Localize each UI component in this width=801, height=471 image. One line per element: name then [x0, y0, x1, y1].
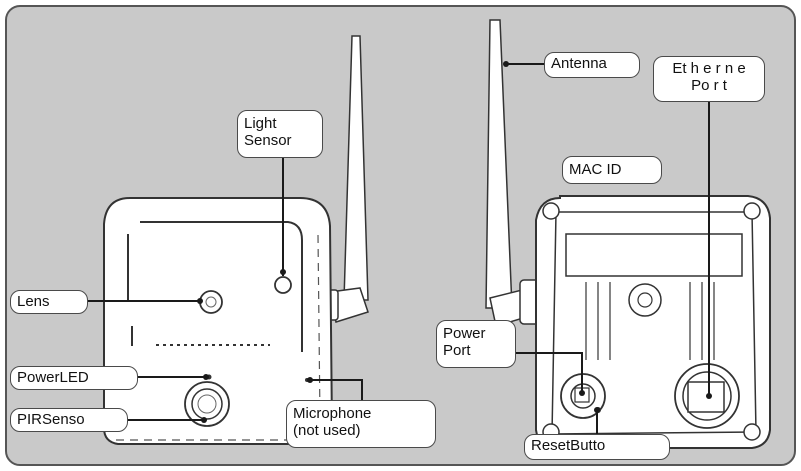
mac-id-sticker: [565, 233, 743, 277]
mac-id-label: MAC ID: [562, 156, 662, 184]
microphone-label: Microphone (not used): [286, 400, 436, 448]
reset-button-label: ResetButto: [524, 434, 670, 460]
power-led-label: PowerLED: [10, 366, 138, 390]
front-antenna: [325, 35, 369, 323]
lens-label: Lens: [10, 290, 88, 314]
antenna-label: Antenna: [544, 52, 640, 78]
pir-sensor-label: PIRSenso: [10, 408, 128, 432]
leader-lines: [86, 61, 712, 436]
ethernet-port-label: Et h e r n e Po r t: [653, 56, 765, 102]
light-sensor-label: Light Sensor: [237, 110, 323, 158]
rear-camera-body: [535, 195, 771, 449]
light-sensor-circle: [274, 276, 292, 294]
power-port-label: Power Port: [436, 320, 516, 368]
